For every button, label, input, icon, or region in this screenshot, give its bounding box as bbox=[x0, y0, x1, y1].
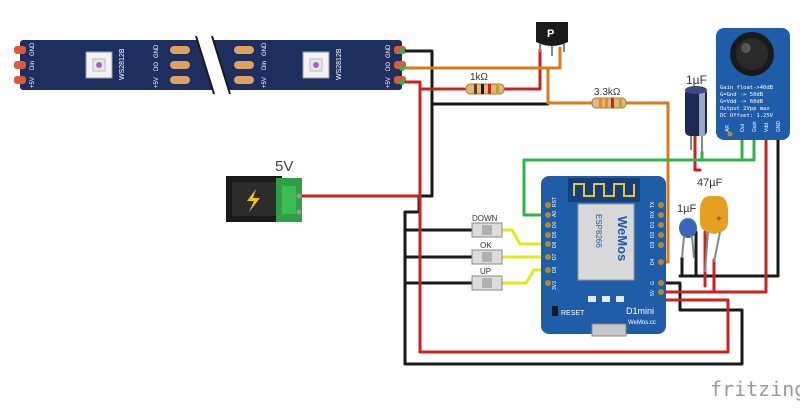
d1-pin-label: D5 bbox=[552, 231, 558, 238]
button-up[interactable] bbox=[471, 275, 503, 291]
button-down[interactable] bbox=[471, 222, 503, 238]
mic-spec-line: DC Offset: 1.25V bbox=[720, 113, 774, 119]
strip-pin-label: GND bbox=[30, 42, 36, 56]
strip-pin-label: Din bbox=[262, 61, 268, 70]
svg-text:+: + bbox=[716, 214, 722, 225]
capacitor-ceramic bbox=[679, 218, 697, 259]
svg-text:P: P bbox=[547, 28, 554, 40]
d1-pin-label: D7 bbox=[552, 253, 558, 260]
strip-led-label: WS2812B bbox=[119, 48, 126, 80]
transistor: P bbox=[536, 22, 568, 56]
capacitor-ceramic-label: 1µF bbox=[677, 203, 696, 215]
d1-pin-label: RST bbox=[552, 197, 558, 207]
mic-spec-line: G=Gnd -> 50dB bbox=[720, 92, 764, 98]
button-up-label: UP bbox=[480, 267, 491, 276]
d1-pin-label: D3 bbox=[650, 241, 656, 248]
mic-pin-label: AR bbox=[725, 125, 731, 132]
strip-pin-label: DO bbox=[154, 62, 160, 71]
strip-pin-label: GND bbox=[262, 42, 268, 56]
resistor-1k bbox=[465, 83, 505, 95]
d1-pin-label: TX bbox=[650, 201, 656, 208]
d1-pin-label: D0 bbox=[552, 221, 558, 228]
strip-pin-label: DO bbox=[386, 62, 392, 71]
capacitor-tantalum-label: 47µF bbox=[697, 177, 723, 189]
d1-pin-label: 5V bbox=[650, 289, 656, 296]
d1-pin-label: D8 bbox=[552, 266, 558, 273]
capacitor-electrolytic-label: 1µF bbox=[686, 73, 707, 87]
button-ok[interactable] bbox=[471, 249, 503, 265]
mic-pin-label: Vdd bbox=[764, 123, 770, 132]
led-strip: WS2812B WS2812B +5V Din GND +5V DO GND +… bbox=[14, 35, 406, 95]
wires bbox=[298, 46, 781, 366]
mic-pin-label: GND bbox=[776, 121, 782, 133]
d1-reset-label: RESET bbox=[561, 310, 585, 317]
d1-model-label: D1mini bbox=[626, 306, 654, 316]
strip-pin-label: +5V bbox=[154, 77, 160, 88]
strip-pin-label: +5V bbox=[30, 77, 36, 88]
d1-pin-label: RX bbox=[650, 210, 656, 218]
capacitor-electrolytic bbox=[685, 86, 707, 152]
svg-text:WeMos: WeMos bbox=[615, 216, 630, 261]
d1-pin-label: D4 bbox=[650, 258, 656, 265]
button-down-label: DOWN bbox=[472, 214, 498, 223]
d1-pin-label: G bbox=[650, 281, 656, 285]
mic-spec-line: Output 2Vpp max bbox=[720, 106, 770, 112]
resistor-1k-label: 1kΩ bbox=[470, 72, 489, 83]
resistor-3k3-label: 3.3kΩ bbox=[594, 87, 621, 98]
d1-pin-label: D2 bbox=[650, 231, 656, 238]
strip-led-label: WS2812B bbox=[336, 48, 343, 80]
microphone-module: Gain float->40dB G=Gnd -> 50dB G=Vdd -> … bbox=[716, 28, 790, 140]
mic-spec-line: Gain float->40dB bbox=[720, 85, 774, 91]
lightning-icon bbox=[247, 189, 260, 212]
power-jack-label: 5V bbox=[275, 158, 293, 175]
svg-text:ESP8266: ESP8266 bbox=[594, 214, 603, 248]
strip-pin-label: +5V bbox=[262, 77, 268, 88]
d1-pin-label: A0 bbox=[552, 211, 558, 217]
button-ok-label: OK bbox=[480, 241, 492, 250]
d1-pin-label: 3V3 bbox=[552, 281, 558, 290]
mic-spec-line: G=Vdd -> 60dB bbox=[720, 99, 764, 105]
fritzing-watermark: fritzing bbox=[710, 377, 800, 401]
power-jack bbox=[226, 176, 302, 222]
mic-pin-label: Gain bbox=[752, 121, 758, 132]
d1-pin-label: D1 bbox=[650, 221, 656, 228]
wemos-d1-mini: WeMos ESP8266 RST A0 D0 D5 D6 D7 D8 3V3 … bbox=[541, 176, 666, 337]
d1-site-label: WeMos.cc bbox=[628, 320, 656, 326]
strip-pin-label: GND bbox=[154, 44, 160, 58]
mic-pin-label: Out bbox=[740, 123, 746, 132]
strip-pin-label: +5V bbox=[386, 77, 392, 88]
strip-pin-label: Din bbox=[30, 61, 36, 70]
d1-pin-label: D6 bbox=[552, 241, 558, 248]
resistor-3k3 bbox=[591, 97, 627, 109]
capacitor-tantalum: + bbox=[700, 196, 728, 273]
strip-pin-label: GND bbox=[386, 44, 392, 58]
